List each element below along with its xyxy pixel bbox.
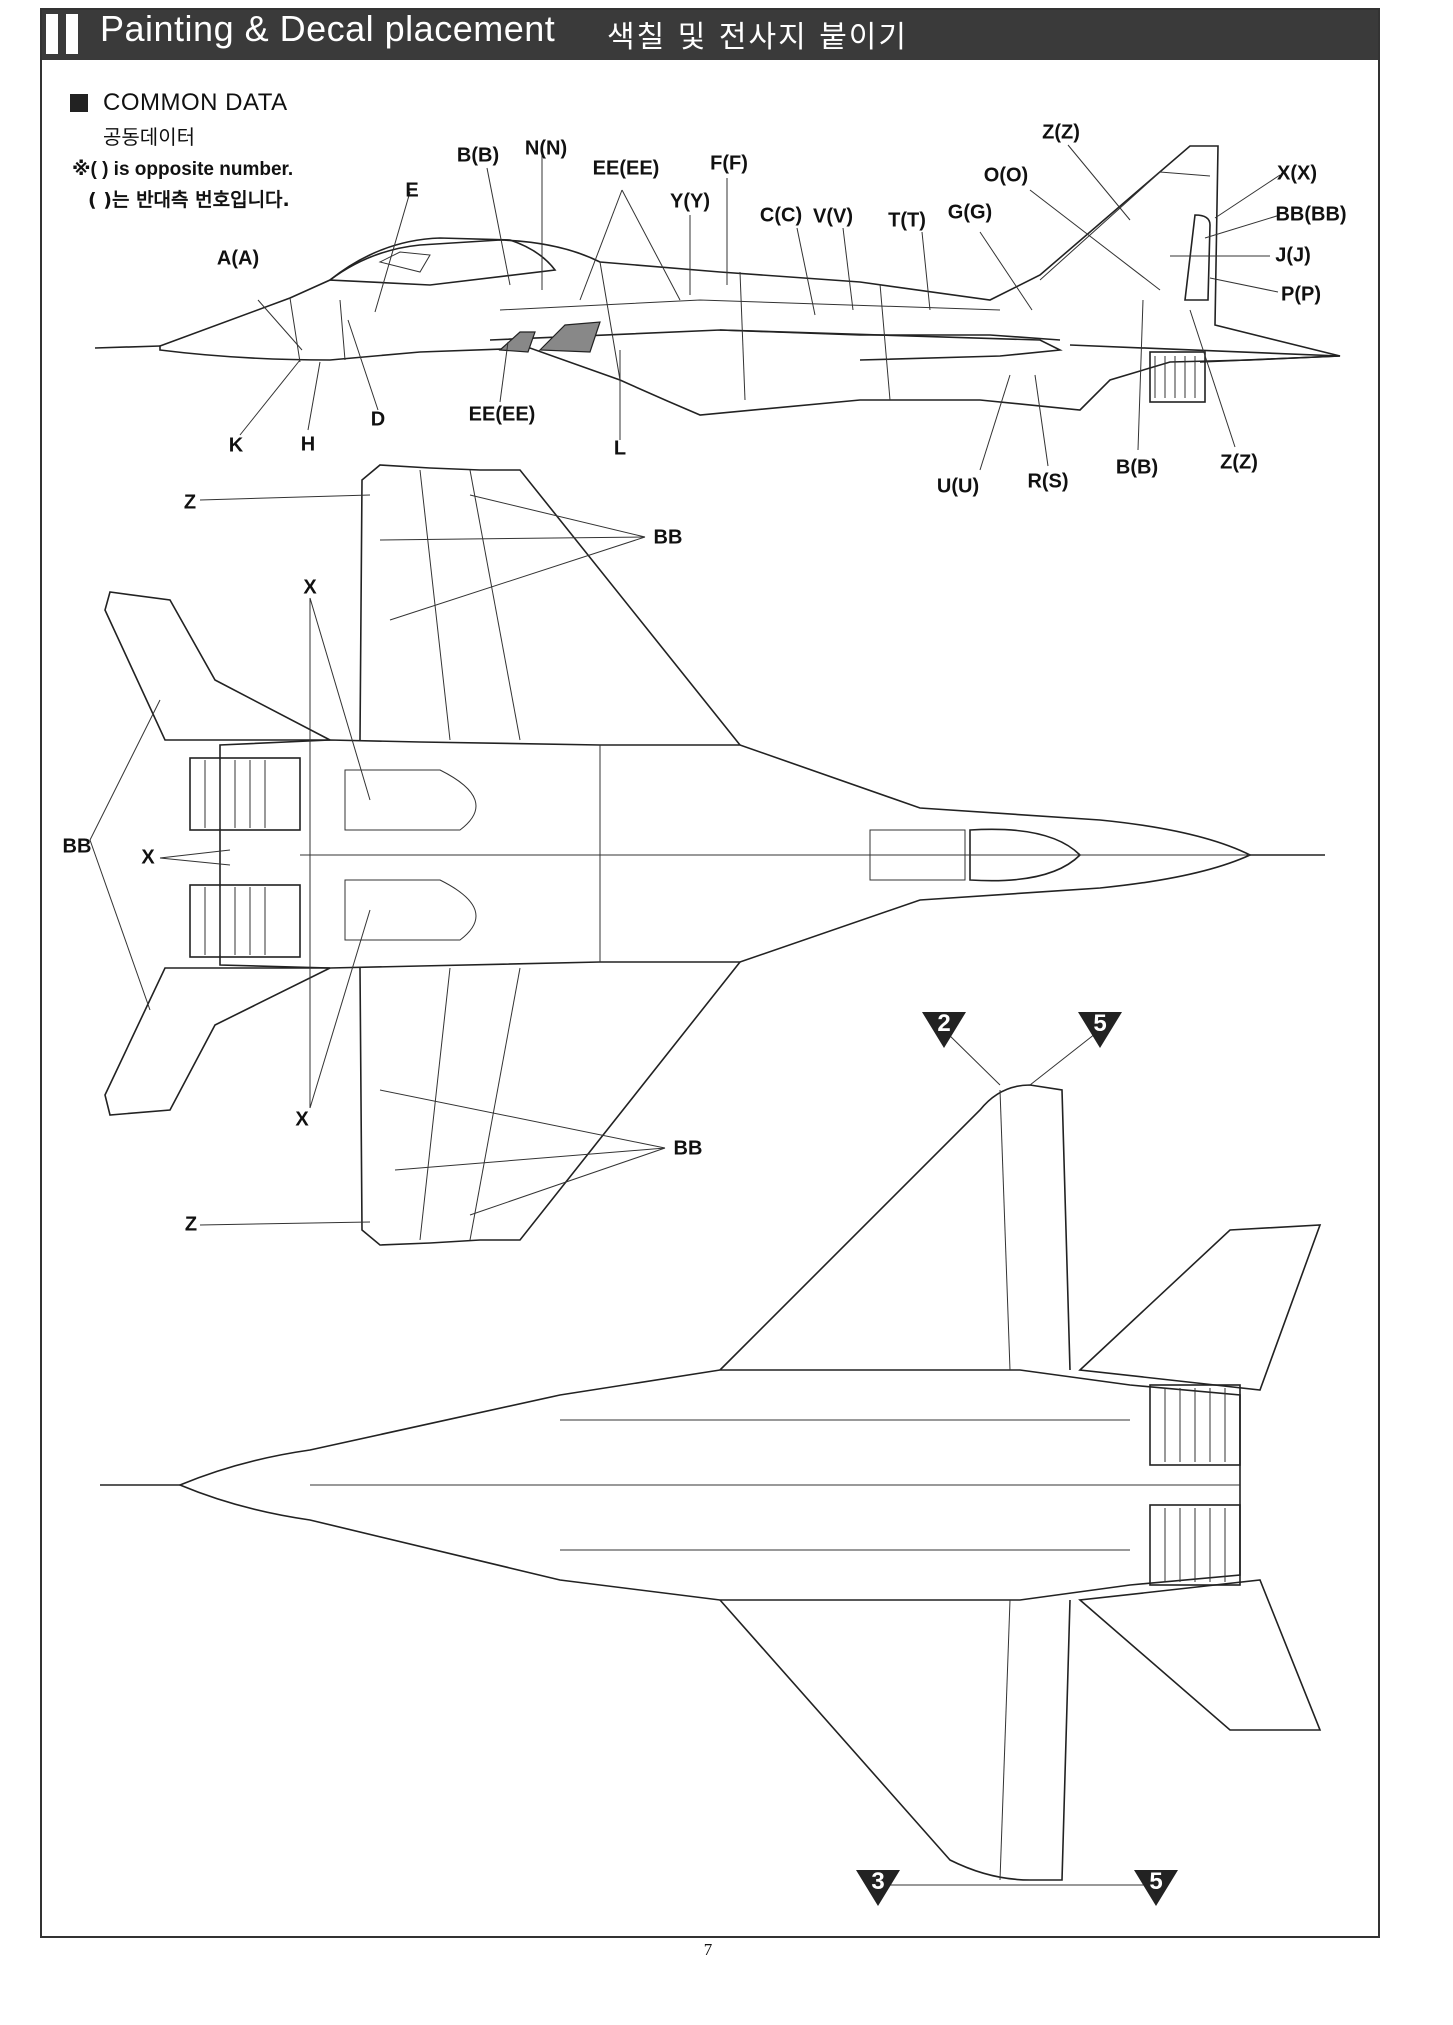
header-mark-right	[66, 14, 78, 54]
side-view-aircraft	[94, 144, 1341, 471]
label-bb: BB(BB)	[1275, 203, 1347, 226]
label-u: U(U)	[936, 475, 980, 498]
marker-5-top: 5	[1093, 1010, 1107, 1037]
section-bullet-icon	[70, 94, 88, 112]
marker-3: 3	[871, 1868, 885, 1895]
top-label-bb-tail: BB	[62, 835, 92, 858]
label-v: V(V)	[813, 205, 853, 228]
bottom-view-aircraft	[100, 1029, 1322, 1886]
top-label-bb-upper: BB	[653, 526, 683, 549]
marker-triangle-2-icon	[922, 1012, 966, 1048]
label-p: P(P)	[1281, 283, 1321, 306]
page-frame	[40, 8, 1380, 1938]
label-b-lower: B(B)	[1115, 456, 1159, 479]
section-title: COMMON DATA	[103, 89, 288, 116]
label-t: T(T)	[888, 209, 926, 232]
label-o: O(O)	[983, 164, 1029, 187]
page-title-korean: 색칠 및 전사지 붙이기	[607, 20, 909, 55]
label-d: D	[370, 408, 386, 431]
label-n: N(N)	[524, 137, 568, 160]
opposite-number-note: ※( ) is opposite number.	[72, 159, 294, 180]
label-j: J(J)	[1275, 244, 1311, 267]
label-a: A(A)	[216, 247, 260, 270]
marker-triangle-5b-icon	[1134, 1870, 1178, 1906]
label-ee-bottom: EE(EE)	[468, 403, 536, 426]
top-label-x-lower: X	[295, 1108, 309, 1131]
header-bar	[40, 8, 1380, 60]
top-label-x-upper: X	[303, 576, 317, 599]
label-h: H	[300, 433, 316, 456]
marker-5-bottom: 5	[1149, 1868, 1163, 1895]
marker-triangle-5-icon	[1078, 1012, 1122, 1048]
marker-2: 2	[937, 1010, 951, 1037]
label-l: L	[613, 437, 627, 460]
label-ee-top: EE(EE)	[592, 157, 660, 180]
header-mark-left	[46, 14, 58, 54]
top-label-z-upper: Z	[183, 491, 197, 514]
label-b: B(B)	[456, 144, 500, 167]
top-label-z-lower: Z	[184, 1213, 198, 1236]
label-z-lower: Z(Z)	[1220, 451, 1258, 474]
page-number: 7	[703, 1940, 713, 1959]
marker-triangle-3-icon	[856, 1870, 900, 1906]
opposite-number-note-korean: ( )는 반대측 번호입니다.	[88, 189, 290, 211]
label-r: R(S)	[1027, 470, 1069, 493]
top-label-bb-lower: BB	[673, 1137, 703, 1160]
label-y: Y(Y)	[670, 190, 710, 213]
section-title-korean: 공동데이터	[103, 125, 195, 149]
label-g: G(G)	[947, 201, 993, 224]
label-x: X(X)	[1277, 162, 1317, 185]
top-label-x-center: X	[141, 846, 155, 869]
label-e: E	[405, 179, 419, 202]
label-c: C(C)	[759, 204, 803, 227]
label-f: F(F)	[710, 152, 748, 175]
top-view-aircraft	[89, 464, 1325, 1246]
label-z-top: Z(Z)	[1042, 121, 1080, 144]
page-title: Painting & Decal placement	[100, 8, 556, 49]
label-k: K	[228, 434, 244, 457]
